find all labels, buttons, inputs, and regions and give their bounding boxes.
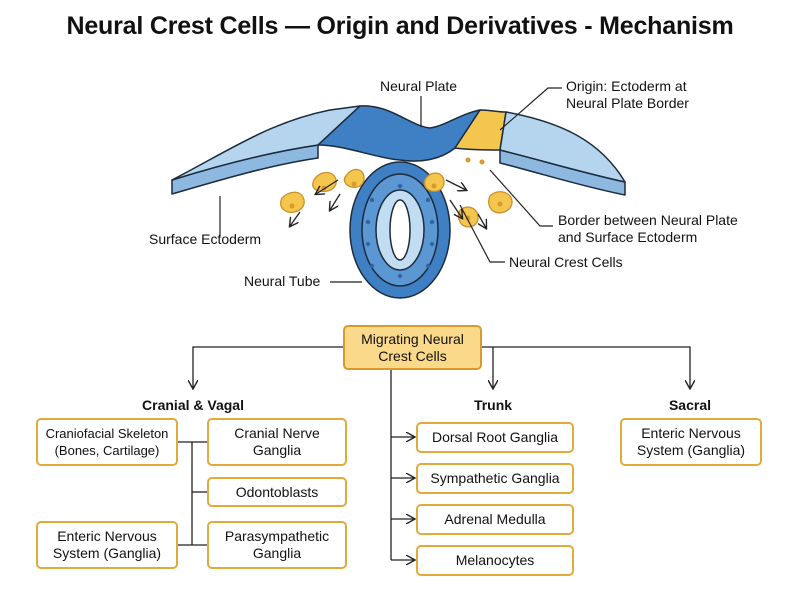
neural-crest-cells xyxy=(280,168,513,228)
surface-ectoderm-left xyxy=(171,105,361,181)
box-craniofacial-skeleton: Craniofacial Skeleton (Bones, Cartilage) xyxy=(36,418,178,466)
box-enteric-nervous-system-cranial: Enteric Nervous System (Ganglia) xyxy=(36,521,178,569)
box-cranial-nerve-ganglia: Cranial Nerve Ganglia xyxy=(207,418,347,466)
heading-trunk: Trunk xyxy=(473,397,513,413)
neural-tube xyxy=(349,161,451,299)
migrating-neural-crest-cells-box: Migrating Neural Crest Cells xyxy=(343,325,482,370)
box-adrenal-medulla: Adrenal Medulla xyxy=(416,504,574,535)
label-surface-ectoderm: Surface Ectoderm xyxy=(149,231,262,247)
heading-cranial-vagal: Cranial & Vagal xyxy=(142,397,244,413)
migration-arrows xyxy=(290,179,486,228)
box-odontoblasts: Odontoblasts xyxy=(207,477,347,507)
box-enteric-nervous-system-sacral: Enteric Nervous System (Ganglia) xyxy=(620,418,762,466)
label-origin: Origin: Ectoderm at Neural Plate Border xyxy=(566,78,689,111)
ectoderm-sheet xyxy=(171,105,626,196)
leader-lines xyxy=(219,87,562,283)
box-dorsal-root-ganglia: Dorsal Root Ganglia xyxy=(416,422,574,453)
flow-connectors xyxy=(166,346,690,560)
label-neural-crest-cells: Neural Crest Cells xyxy=(509,254,623,270)
surface-ectoderm-right xyxy=(499,111,626,183)
heading-sacral: Sacral xyxy=(668,397,712,413)
page-title: Neural Crest Cells — Origin and Derivati… xyxy=(66,12,734,40)
box-parasympathetic-ganglia: Parasympathetic Ganglia xyxy=(207,521,347,569)
label-neural-plate: Neural Plate xyxy=(380,78,458,94)
box-sympathetic-ganglia: Sympathetic Ganglia xyxy=(416,463,574,494)
box-melanocytes: Melanocytes xyxy=(416,545,574,576)
label-border: Border between Neural Plate and Surface … xyxy=(558,212,738,245)
label-neural-tube: Neural Tube xyxy=(244,273,321,289)
